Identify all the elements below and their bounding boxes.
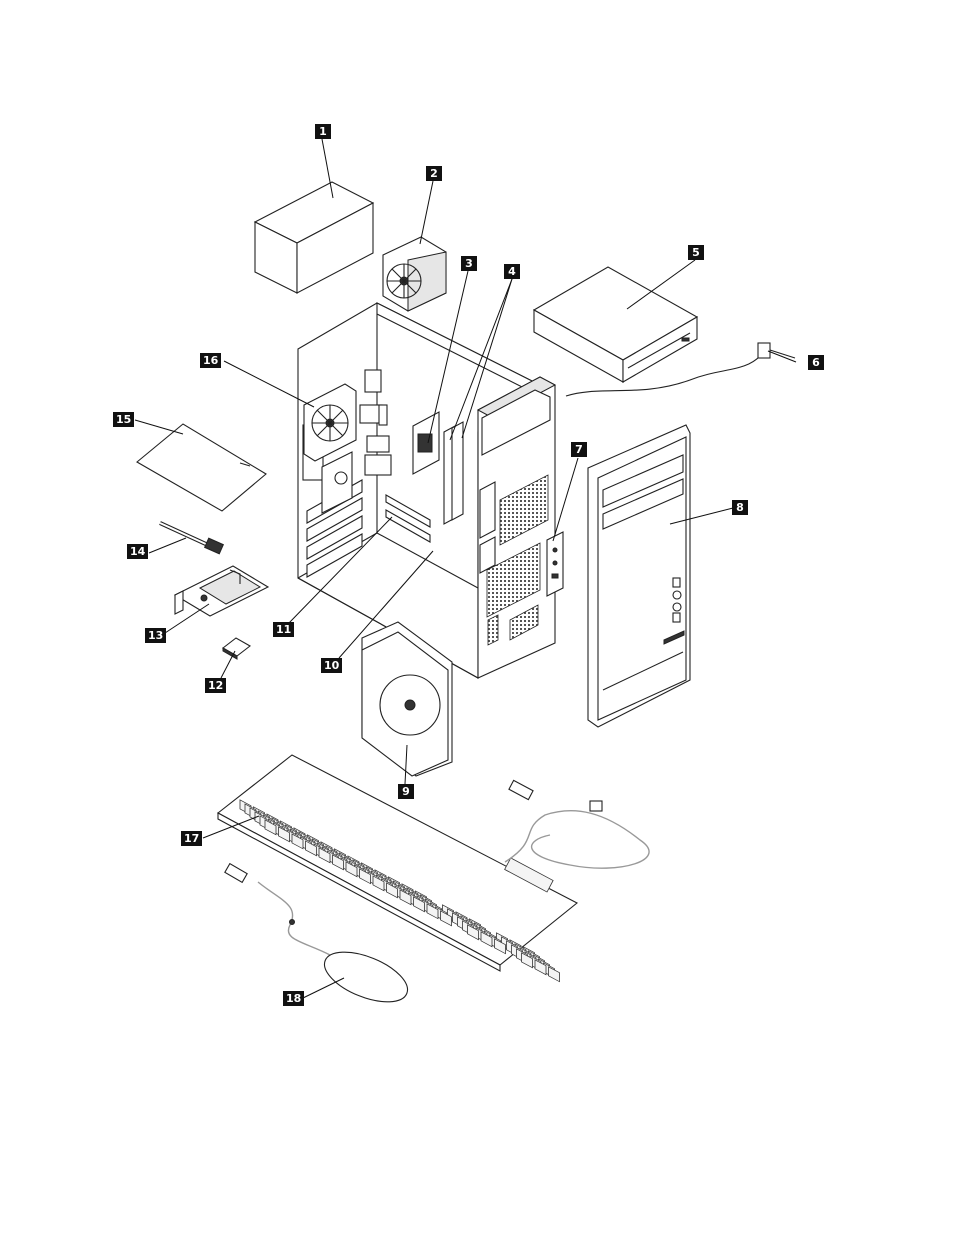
memory-slots (444, 422, 463, 524)
callout-2: 2 (426, 166, 442, 181)
heat-sink-fan (383, 237, 446, 311)
wifi-antenna (160, 523, 223, 554)
callout-14: 14 (127, 544, 148, 559)
keyboard-cable (505, 780, 649, 868)
callout-10: 10 (321, 658, 342, 673)
callout-17: 17 (181, 831, 202, 846)
callout-12: 12 (205, 678, 226, 693)
callout-11: 11 (273, 622, 294, 637)
callout-4: 4 (504, 264, 520, 279)
callout-9: 9 (398, 784, 414, 799)
callout-18: 18 (283, 991, 304, 1006)
computer-chassis (298, 303, 563, 678)
callout-16: 16 (200, 353, 221, 368)
callout-6: 6 (808, 355, 824, 370)
adapter-card (137, 424, 266, 511)
power-supply (255, 182, 373, 293)
callout-1: 1 (315, 124, 331, 139)
optical-drive (534, 267, 697, 382)
callout-7: 7 (571, 442, 587, 457)
callout-8: 8 (732, 500, 748, 515)
memory-module-small (223, 638, 250, 659)
callout-5: 5 (688, 245, 704, 260)
callout-15: 15 (113, 412, 134, 427)
callout-3: 3 (461, 256, 477, 271)
wifi-card (175, 566, 268, 616)
callout-13: 13 (145, 628, 166, 643)
front-io-module (547, 532, 563, 596)
front-bezel (588, 425, 690, 727)
